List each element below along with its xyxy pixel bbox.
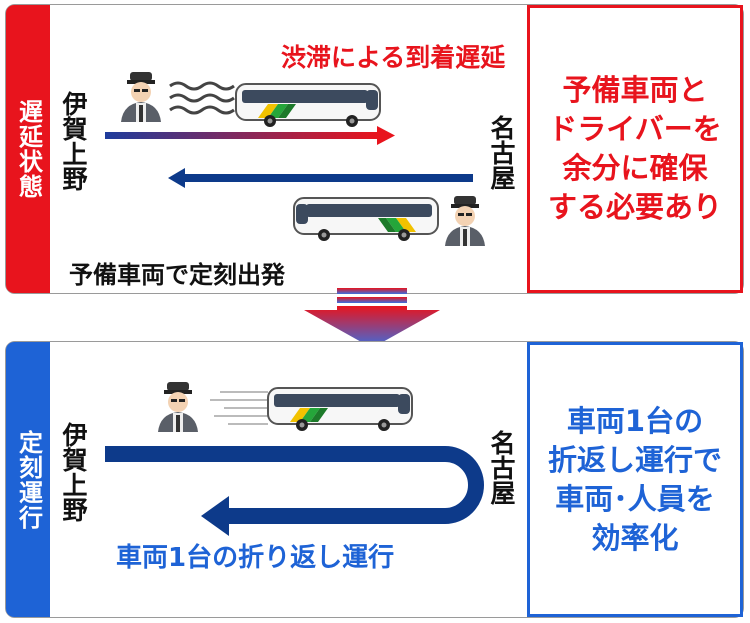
bus-icon-bottom: [267, 387, 413, 431]
delay-panel: 遅延状態 伊賀上野 名古屋 渋滞による到着遅延 予備車両で定刻出発 予備車両と …: [5, 4, 744, 294]
destination-label-bottom: 名古屋: [487, 430, 516, 505]
spare-resources-note: 予備車両と ドライバーを 余分に確保 する必要あり: [527, 5, 743, 293]
origin-label-bottom: 伊賀上野: [59, 422, 88, 522]
spare-caption: 予備車両で定刻出発: [69, 261, 285, 289]
destination-label-top: 名古屋: [487, 115, 516, 190]
origin-label-top: 伊賀上野: [59, 91, 88, 191]
speed-lines-icon: [210, 391, 268, 425]
delayed-route-arrow: [105, 126, 395, 145]
traffic-jam-icon: [169, 81, 235, 115]
delay-state-label: 遅延状態: [6, 5, 50, 293]
return-route-arrow: [168, 168, 473, 188]
transition-arrow: [304, 288, 440, 348]
u-turn-route-arrow: [105, 446, 484, 536]
route-caption: 車両1台の折り返し運行: [116, 543, 395, 573]
spare-driver-icon: [445, 196, 485, 246]
spare-bus-icon: [293, 197, 439, 241]
delay-caption: 渋滞による到着遅延: [281, 43, 506, 72]
efficiency-note: 車両1台の 折返し運行で 車両･人員を 効率化: [527, 342, 743, 617]
driver-icon-bottom: [158, 382, 198, 432]
bus-icon-top: [235, 83, 381, 127]
ontime-state-label: 定刻運行: [6, 342, 50, 617]
driver-icon-top: [121, 72, 161, 122]
